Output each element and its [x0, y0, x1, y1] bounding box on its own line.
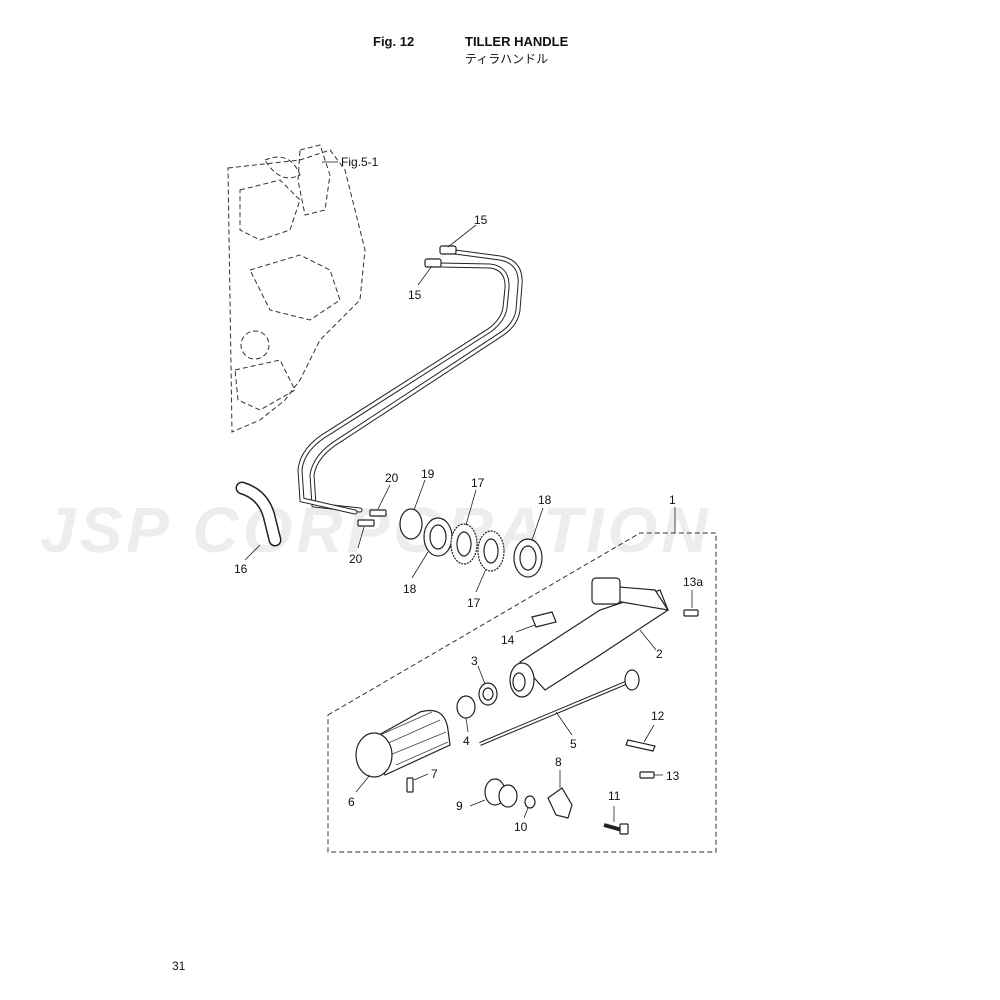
part-10-spring — [524, 795, 536, 809]
callout-9: 9 — [456, 799, 463, 813]
part-20-bolts — [357, 509, 387, 527]
page-title-japanese: ティラハンドル — [465, 52, 549, 66]
part-13-screw — [639, 771, 655, 779]
callout-17-upper: 17 — [471, 476, 485, 490]
part-2-tiller-bracket — [509, 577, 670, 698]
callout-12: 12 — [651, 709, 665, 723]
callout-2: 2 — [656, 647, 663, 661]
part-8-bracket — [547, 787, 573, 819]
callout-17-lower: 17 — [467, 596, 481, 610]
part-19-plate — [399, 508, 423, 540]
callout-10: 10 — [514, 820, 528, 834]
callout-7: 7 — [431, 767, 438, 781]
engine-reference-outline — [227, 144, 366, 433]
callout-19: 19 — [421, 467, 435, 481]
callout-13: 13 — [666, 769, 680, 783]
callout-14: 14 — [501, 633, 515, 647]
callout-20-lower: 20 — [349, 552, 363, 566]
callout-15-lower: 15 — [408, 288, 422, 302]
part-13a-screw — [683, 609, 699, 617]
assembly-boundary — [327, 532, 717, 853]
callout-6: 6 — [348, 795, 355, 809]
figure-number: Fig. 12 — [373, 34, 415, 49]
part-6-throttle-grip — [355, 709, 451, 778]
watermark-text: JSP CORPORATION — [40, 494, 712, 566]
callout-11: 11 — [608, 789, 621, 803]
throttle-cable — [297, 245, 523, 515]
callout-5: 5 — [570, 737, 577, 751]
callout-16: 16 — [234, 562, 248, 576]
callout-13a: 13a — [683, 575, 703, 589]
page-number: 31 — [172, 959, 186, 973]
part-11-bolt — [603, 823, 629, 835]
part-9-pulley — [484, 778, 518, 808]
callout-8: 8 — [555, 755, 562, 769]
callout-4: 4 — [463, 734, 470, 748]
part-4-collar — [456, 695, 476, 719]
part-5-throttle-shaft — [479, 669, 640, 746]
reference-fig-5-1: Fig.5-1 — [341, 155, 379, 169]
part-12-pin — [625, 739, 656, 752]
callout-18-upper: 18 — [538, 493, 552, 507]
callout-3: 3 — [471, 654, 478, 668]
callout-20-upper: 20 — [385, 471, 399, 485]
part-7-screw — [406, 777, 414, 793]
callout-1: 1 — [669, 493, 676, 507]
page-title: TILLER HANDLE — [465, 34, 569, 49]
callout-18-lower: 18 — [403, 582, 417, 596]
part-14-decal — [531, 611, 557, 628]
callout-15-upper: 15 — [474, 213, 488, 227]
